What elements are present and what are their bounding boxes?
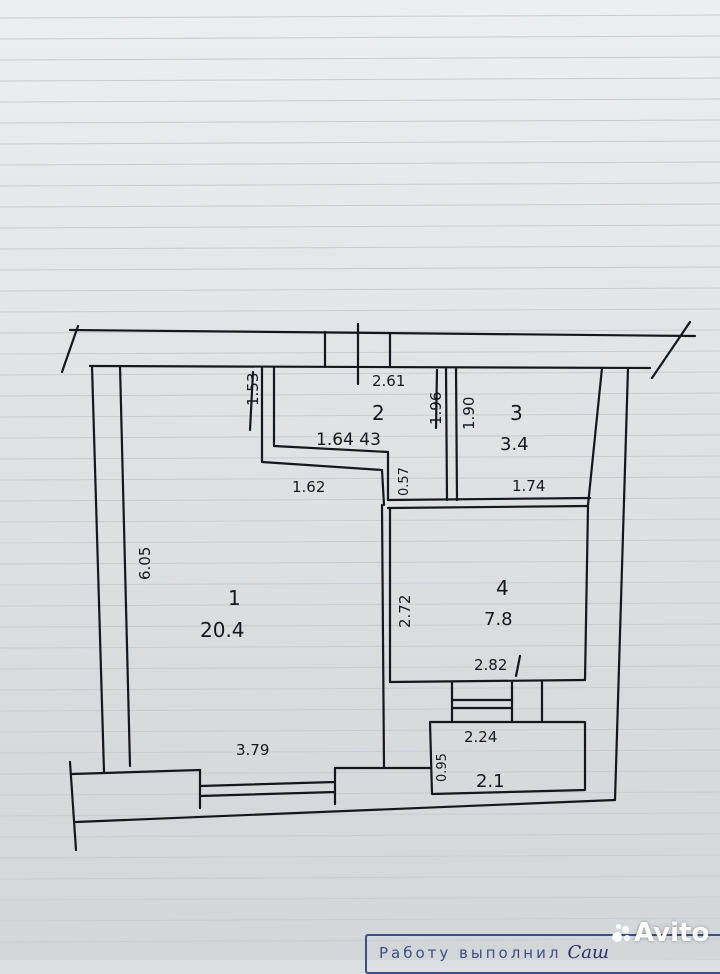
dim-room3-height: 1.90 bbox=[460, 397, 478, 430]
dim-corridor-gap: 0.57 bbox=[397, 467, 412, 496]
room2-left-wall bbox=[260, 366, 386, 507]
ruled-line bbox=[0, 455, 720, 460]
dim-room4-width: 2.82 bbox=[474, 656, 507, 674]
ruled-line bbox=[0, 35, 720, 40]
ruled-line bbox=[0, 77, 720, 82]
ruled-line bbox=[0, 833, 720, 838]
ruled-line bbox=[0, 119, 720, 124]
left-wall-inner bbox=[118, 364, 132, 768]
room3-area: 3.4 bbox=[500, 434, 529, 455]
ruled-line bbox=[0, 665, 720, 670]
ruled-line bbox=[0, 728, 720, 733]
dim-balcony-width: 2.24 bbox=[464, 728, 497, 746]
room4-area: 7.8 bbox=[484, 609, 513, 630]
ruled-line bbox=[0, 413, 720, 418]
ruled-line bbox=[0, 287, 720, 292]
ruled-line bbox=[0, 518, 720, 523]
ruled-line bbox=[0, 350, 720, 355]
dim-room4-height: 2.72 bbox=[396, 595, 414, 628]
stamp-text: Работу выполнил bbox=[379, 944, 562, 962]
ruled-line bbox=[0, 98, 720, 103]
top-wall-right-end bbox=[650, 320, 692, 380]
dim-leader-marks bbox=[248, 368, 522, 678]
ruled-line bbox=[0, 203, 720, 208]
bottom-wall-left-end bbox=[68, 760, 78, 852]
ruled-line bbox=[0, 791, 720, 796]
room3-number: 3 bbox=[510, 401, 523, 425]
ruled-line bbox=[0, 161, 720, 166]
ruled-line bbox=[0, 875, 720, 880]
ruled-line bbox=[0, 140, 720, 145]
room1-area: 20.4 bbox=[200, 618, 245, 642]
ruled-line bbox=[0, 497, 720, 502]
room4-bottom-wall bbox=[388, 678, 587, 684]
ruled-line bbox=[0, 602, 720, 607]
ruled-line bbox=[0, 917, 720, 922]
room1-room4-wall bbox=[380, 503, 392, 770]
right-wall-inner bbox=[586, 366, 604, 507]
ruled-line bbox=[0, 686, 720, 691]
top-wall-left-end bbox=[60, 324, 80, 374]
ruled-line bbox=[0, 812, 720, 817]
ruled-line bbox=[0, 476, 720, 481]
dim-room2-bottom: 1.62 bbox=[292, 478, 325, 496]
dim-room2-height: 1.53 bbox=[244, 373, 262, 406]
ruled-line bbox=[0, 707, 720, 712]
ruled-line bbox=[0, 938, 720, 943]
dim-room2-right: 1.96 bbox=[427, 392, 445, 425]
dim-room1-width: 3.79 bbox=[236, 741, 269, 759]
ruled-line bbox=[0, 224, 720, 229]
balcony-area: 2.1 bbox=[476, 771, 505, 792]
ruled-line bbox=[0, 896, 720, 901]
ruled-line bbox=[0, 245, 720, 250]
room4-right-wall bbox=[583, 504, 590, 682]
ruled-line bbox=[0, 329, 720, 334]
avito-logo-icon bbox=[612, 924, 630, 942]
ruled-line bbox=[0, 56, 720, 61]
stamp-signature: Саш bbox=[567, 942, 610, 963]
right-wall-outer bbox=[613, 366, 630, 802]
ruled-line bbox=[0, 560, 720, 565]
ruled-line bbox=[0, 14, 720, 19]
balcony-door bbox=[450, 680, 544, 724]
balcony-outline bbox=[428, 720, 587, 796]
avito-wordmark: Avito bbox=[634, 918, 710, 948]
ruled-line bbox=[0, 182, 720, 187]
ruled-line bbox=[0, 854, 720, 859]
dim-room3-width: 1.74 bbox=[512, 477, 545, 495]
bottom-wall-outer bbox=[74, 798, 617, 824]
top-wall-outer bbox=[68, 328, 697, 338]
ruled-line bbox=[0, 623, 720, 628]
ruled-line bbox=[0, 749, 720, 754]
ruled-line bbox=[0, 434, 720, 439]
dim-room1-height: 6.05 bbox=[136, 547, 154, 580]
dim-balcony-depth: 0.95 bbox=[435, 753, 450, 782]
ruled-line bbox=[0, 644, 720, 649]
room4-top-wall bbox=[386, 496, 592, 510]
top-wall-inner bbox=[88, 364, 652, 370]
room2-room3-wall bbox=[444, 366, 459, 502]
avito-watermark: Avito bbox=[612, 918, 709, 948]
bottom-wall-inner bbox=[70, 766, 432, 776]
left-wall-outer bbox=[90, 364, 106, 774]
ruled-line bbox=[0, 539, 720, 544]
ruled-line bbox=[0, 308, 720, 313]
ruled-line bbox=[0, 581, 720, 586]
dim-room2-top: 2.61 bbox=[372, 372, 405, 390]
top-window bbox=[323, 322, 392, 386]
ruled-line bbox=[0, 266, 720, 271]
bottom-window bbox=[198, 766, 337, 810]
room2-number: 2 bbox=[372, 401, 385, 425]
room2-area: 1.64 43 bbox=[316, 430, 381, 450]
room2-left-wall-inner bbox=[272, 366, 390, 502]
room4-number: 4 bbox=[496, 576, 509, 600]
room1-number: 1 bbox=[228, 586, 241, 610]
